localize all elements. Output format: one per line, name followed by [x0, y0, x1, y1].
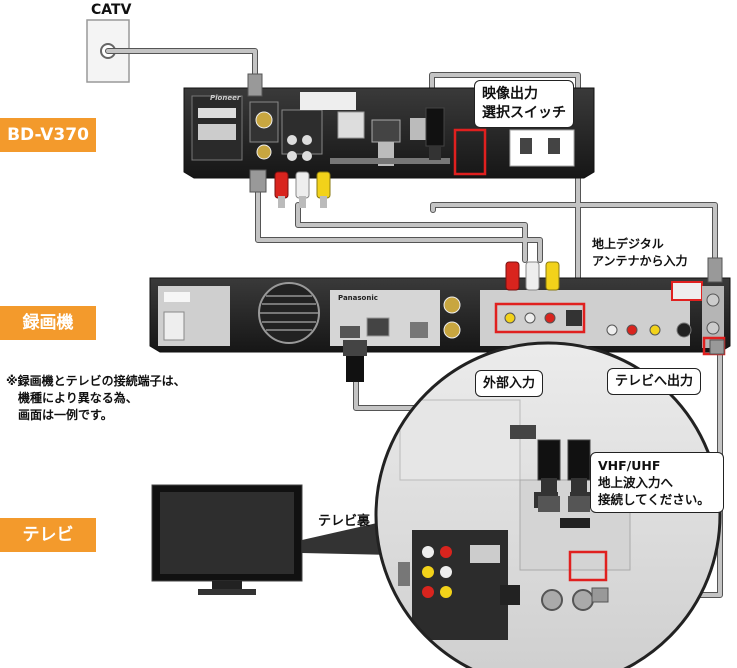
tv-front: [151, 484, 303, 595]
vhf-uhf-line1: VHF/UHF: [598, 458, 661, 473]
note-line1: ※録画機とテレビの接続端子は、: [6, 374, 186, 388]
vhf-uhf-input-highlight: [568, 550, 608, 582]
catv-label: CATV: [91, 2, 132, 18]
note-line3: 画面は一例です。: [18, 408, 113, 422]
external-input-callout: 外部入力: [475, 370, 544, 397]
recorder-tag: 録画機: [0, 306, 96, 340]
vhf-uhf-callout: VHF/UHF 地上波入力へ 接続してください。: [590, 452, 724, 513]
terrestrial-input-highlight: [671, 281, 703, 301]
video-switch-line2: 選択スイッチ: [482, 105, 566, 121]
recorder-brand-text: Panasonic: [338, 294, 378, 302]
terrestrial-input-line2: アンテナから入力: [592, 254, 688, 268]
video-switch-line1: 映像出力: [482, 86, 538, 102]
vhf-uhf-line3: 接続してください。: [598, 492, 710, 507]
tv-back-pointer: [302, 520, 395, 555]
note-line2: 機種により異なる為、: [18, 391, 138, 405]
terrestrial-input-label: 地上デジタル アンテナから入力: [592, 236, 688, 270]
bd-rca-plugs: [274, 171, 331, 208]
model-note: ※録画機とテレビの接続端子は、 機種により異なる為、 画面は一例です。: [6, 373, 186, 424]
vhf-uhf-line2: 地上波入力へ: [598, 475, 674, 490]
tv-coax-plug: [591, 587, 609, 603]
recorder-hdmi-plug: [343, 340, 367, 382]
bd-brand-text: Pioneer: [210, 94, 241, 102]
tv-back-label: テレビ裏: [318, 514, 371, 529]
recorder-rca-plugs: [505, 261, 560, 291]
recorder-coax-connectors: [707, 257, 725, 355]
terrestrial-input-line1: 地上デジタル: [592, 237, 664, 251]
external-input-highlight: [494, 302, 586, 334]
tv-tag: テレビ: [0, 518, 96, 552]
video-switch-callout: 映像出力 選択スイッチ: [474, 80, 574, 128]
bd-player-tag: BD-V370: [0, 118, 96, 152]
bd-coax-connectors: [247, 73, 267, 193]
video-switch-highlight: [453, 128, 487, 176]
tv-hdmi-plugs: [537, 439, 591, 512]
bd-hdmi-plug: [425, 107, 445, 160]
tv-output-callout: テレビへ出力: [607, 368, 702, 395]
recorder-back-panel: [149, 277, 731, 356]
magnifier-ring: [374, 341, 722, 668]
